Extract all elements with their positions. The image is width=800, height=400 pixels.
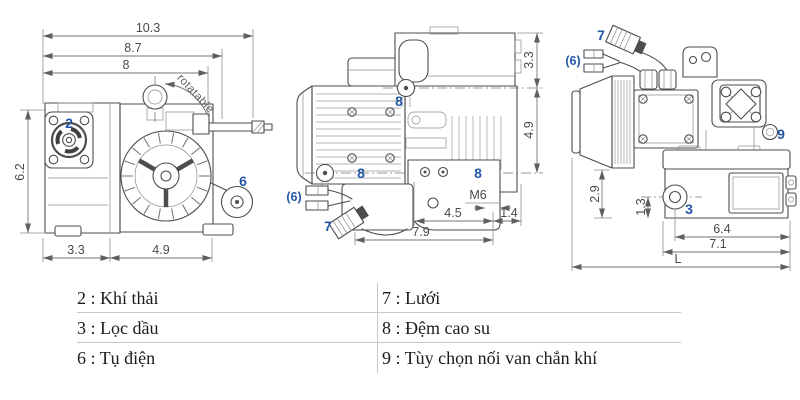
pump-head (394, 26, 522, 87)
legend-item-9: 9 : Tùy chọn nối van chắn khí (377, 343, 681, 373)
callout-9-valve: 9 (777, 126, 785, 142)
dim-height-top: 3.3 (522, 51, 536, 68)
front-body-right (119, 103, 214, 233)
dim-height-base: 2.9 (588, 185, 602, 202)
top-bracket (682, 46, 718, 78)
inlet-port (142, 76, 195, 131)
rotatable-label: rotatable (174, 72, 216, 116)
legend-item-6: 6 : Tụ điện (77, 348, 156, 368)
technical-drawing: rotatable 10.3 8.7 8 6.2 3.3 4. (13, 21, 797, 271)
dim-base-rear: 1.4 (500, 206, 517, 220)
callout-7-plug: 7 (324, 218, 332, 234)
dim-tank-inner: 6.4 (713, 222, 730, 236)
side-view: 3.3 4.9 M6 4.5 1.4 7.9 8 8 8 (6) 7 (286, 26, 543, 245)
oil-sight-glass (662, 184, 688, 210)
callout-8-right: 8 (474, 165, 482, 181)
motor (296, 57, 406, 185)
legend-item-7: 7 : Lưới (377, 283, 681, 313)
thread-label: M6 (469, 188, 486, 202)
dim-sight-offset: 1.3 (634, 198, 648, 215)
capacitor (202, 182, 254, 236)
mains-plug (328, 205, 408, 240)
callout-7-plug: 7 (597, 27, 605, 43)
face-plate (633, 89, 699, 149)
dim-tank-total: 7.1 (709, 237, 726, 251)
dim-height: 6.2 (13, 163, 27, 180)
fan-housing (120, 130, 212, 222)
callout-8-top: 8 (395, 93, 403, 109)
callout-6-capacitor: 6 (239, 173, 247, 189)
legend-item-3: 3 : Lọc dầu (77, 313, 377, 343)
rotatable-arc (164, 81, 208, 115)
oil-reservoir (641, 145, 797, 219)
dim-width-total: 10.3 (136, 21, 160, 35)
dim-foot-right: 4.9 (152, 243, 169, 257)
front-foot (54, 225, 82, 237)
legend-table: 2 : Khí thải 7 : Lưới 3 : Lọc dầu 8 : Đệ… (77, 283, 681, 373)
dim-foot-left: 3.3 (67, 243, 84, 257)
dim-length: L (675, 252, 682, 266)
front-view: rotatable 10.3 8.7 8 6.2 3.3 4. (13, 21, 273, 262)
dim-base-front: 4.5 (444, 206, 461, 220)
dim-width-inner: 8.7 (124, 41, 141, 55)
rubber-mount-top (396, 78, 416, 107)
end-view: 2.9 1.3 6.4 7.1 L 7 (6) 9 3 (565, 24, 797, 271)
shaft (192, 113, 273, 135)
callout-2-exhaust: 2 (65, 115, 73, 131)
pump-head (705, 79, 767, 150)
legend-item-2: 2 : Khí thải (77, 283, 377, 313)
dim-height-mid: 4.9 (522, 121, 536, 138)
callout-6-terminals: (6) (565, 54, 580, 68)
spade-terminals (305, 185, 353, 211)
motor (571, 69, 677, 169)
dim-width-body: 8 (123, 58, 130, 72)
callout-3-oil-filter: 3 (685, 201, 693, 217)
callout-8-left: 8 (357, 165, 365, 181)
callout-6-terminals: (6) (286, 190, 301, 204)
power-plug (605, 24, 671, 88)
exhaust-flange (44, 111, 94, 169)
valve-option-port (761, 123, 779, 141)
legend-item-8: 8 : Đệm cao su (377, 313, 681, 343)
dim-base-total: 7.9 (412, 225, 429, 239)
